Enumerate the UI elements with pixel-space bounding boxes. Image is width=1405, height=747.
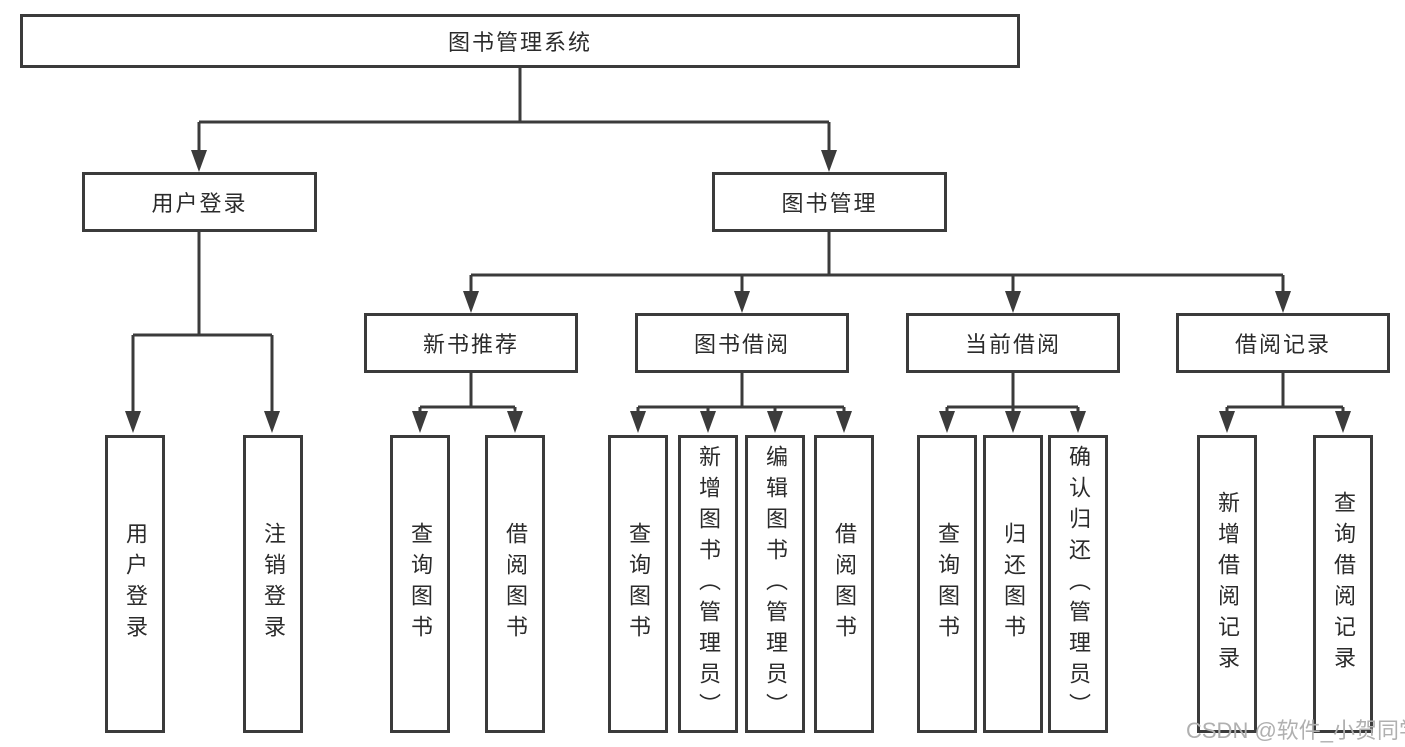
leaf-return-books: 归还图书	[983, 435, 1043, 733]
node-new-book-recommend-label: 新书推荐	[422, 332, 519, 357]
arrowheads-book-borrow-children	[630, 411, 852, 433]
leaf-add-book-admin-label: 新增图书（管理员）	[696, 444, 721, 724]
node-root-label: 图书管理系统	[447, 30, 592, 55]
leaf-query-books-recommend: 查询图书	[390, 435, 450, 733]
edge-user-login-children	[131, 230, 274, 413]
leaf-query-books-current-label: 查询图书	[935, 522, 960, 646]
node-root-library-system: 图书管理系统	[20, 14, 1020, 68]
arrowheads-borrow-records-children	[1219, 411, 1351, 433]
leaf-borrow-books-borrow-label: 借阅图书	[832, 522, 857, 646]
arrowheads-level1	[191, 150, 837, 172]
leaf-query-books-current: 查询图书	[917, 435, 977, 733]
leaf-logout-label: 注销登录	[261, 522, 286, 646]
leaf-user-login: 用户登录	[105, 435, 165, 733]
leaf-borrow-books-recommend: 借阅图书	[485, 435, 545, 733]
leaf-borrow-books-recommend-label: 借阅图书	[503, 522, 528, 646]
leaf-add-borrow-record: 新增借阅记录	[1197, 435, 1257, 733]
leaf-add-borrow-record-label: 新增借阅记录	[1215, 491, 1240, 677]
arrowheads-current-borrow-children	[939, 411, 1086, 433]
edge-root-to-level1	[197, 66, 831, 152]
node-user-login: 用户登录	[82, 172, 317, 232]
leaf-return-books-label: 归还图书	[1001, 522, 1026, 646]
watermark: CSDN @软件_小贺同学	[1186, 718, 1405, 743]
node-new-book-recommend: 新书推荐	[364, 313, 578, 373]
arrowheads-level2	[463, 291, 1291, 313]
leaf-query-borrow-record: 查询借阅记录	[1313, 435, 1373, 733]
edge-new-book-recommend-children	[418, 373, 517, 413]
node-borrow-records-label: 借阅记录	[1234, 332, 1331, 357]
arrowheads-new-book-recommend-children	[412, 411, 523, 433]
node-book-management-label: 图书管理	[781, 191, 878, 216]
arrowheads-user-login-children	[125, 411, 280, 433]
leaf-edit-book-admin: 编辑图书（管理员）	[745, 435, 805, 733]
node-borrow-records: 借阅记录	[1176, 313, 1390, 373]
leaf-borrow-books-borrow: 借阅图书	[814, 435, 874, 733]
node-book-borrow: 图书借阅	[635, 313, 849, 373]
leaf-query-books-borrow: 查询图书	[608, 435, 668, 733]
node-book-management: 图书管理	[712, 172, 947, 232]
leaf-query-borrow-record-label: 查询借阅记录	[1331, 491, 1356, 677]
leaf-user-login-label: 用户登录	[123, 522, 148, 646]
edge-borrow-records-children	[1225, 373, 1345, 413]
leaf-confirm-return-admin-label: 确认归还（管理员）	[1066, 444, 1091, 724]
node-current-borrow: 当前借阅	[906, 313, 1120, 373]
edge-book-management-children	[469, 230, 1285, 293]
leaf-logout: 注销登录	[243, 435, 303, 733]
leaf-add-book-admin: 新增图书（管理员）	[678, 435, 738, 733]
leaf-query-books-recommend-label: 查询图书	[408, 522, 433, 646]
edge-book-borrow-children	[636, 373, 846, 413]
node-current-borrow-label: 当前借阅	[964, 332, 1061, 357]
leaf-edit-book-admin-label: 编辑图书（管理员）	[763, 444, 788, 724]
leaf-query-books-borrow-label: 查询图书	[626, 522, 651, 646]
node-user-login-label: 用户登录	[151, 191, 248, 216]
node-book-borrow-label: 图书借阅	[693, 332, 790, 357]
edge-current-borrow-children	[945, 373, 1080, 413]
leaf-confirm-return-admin: 确认归还（管理员）	[1048, 435, 1108, 733]
